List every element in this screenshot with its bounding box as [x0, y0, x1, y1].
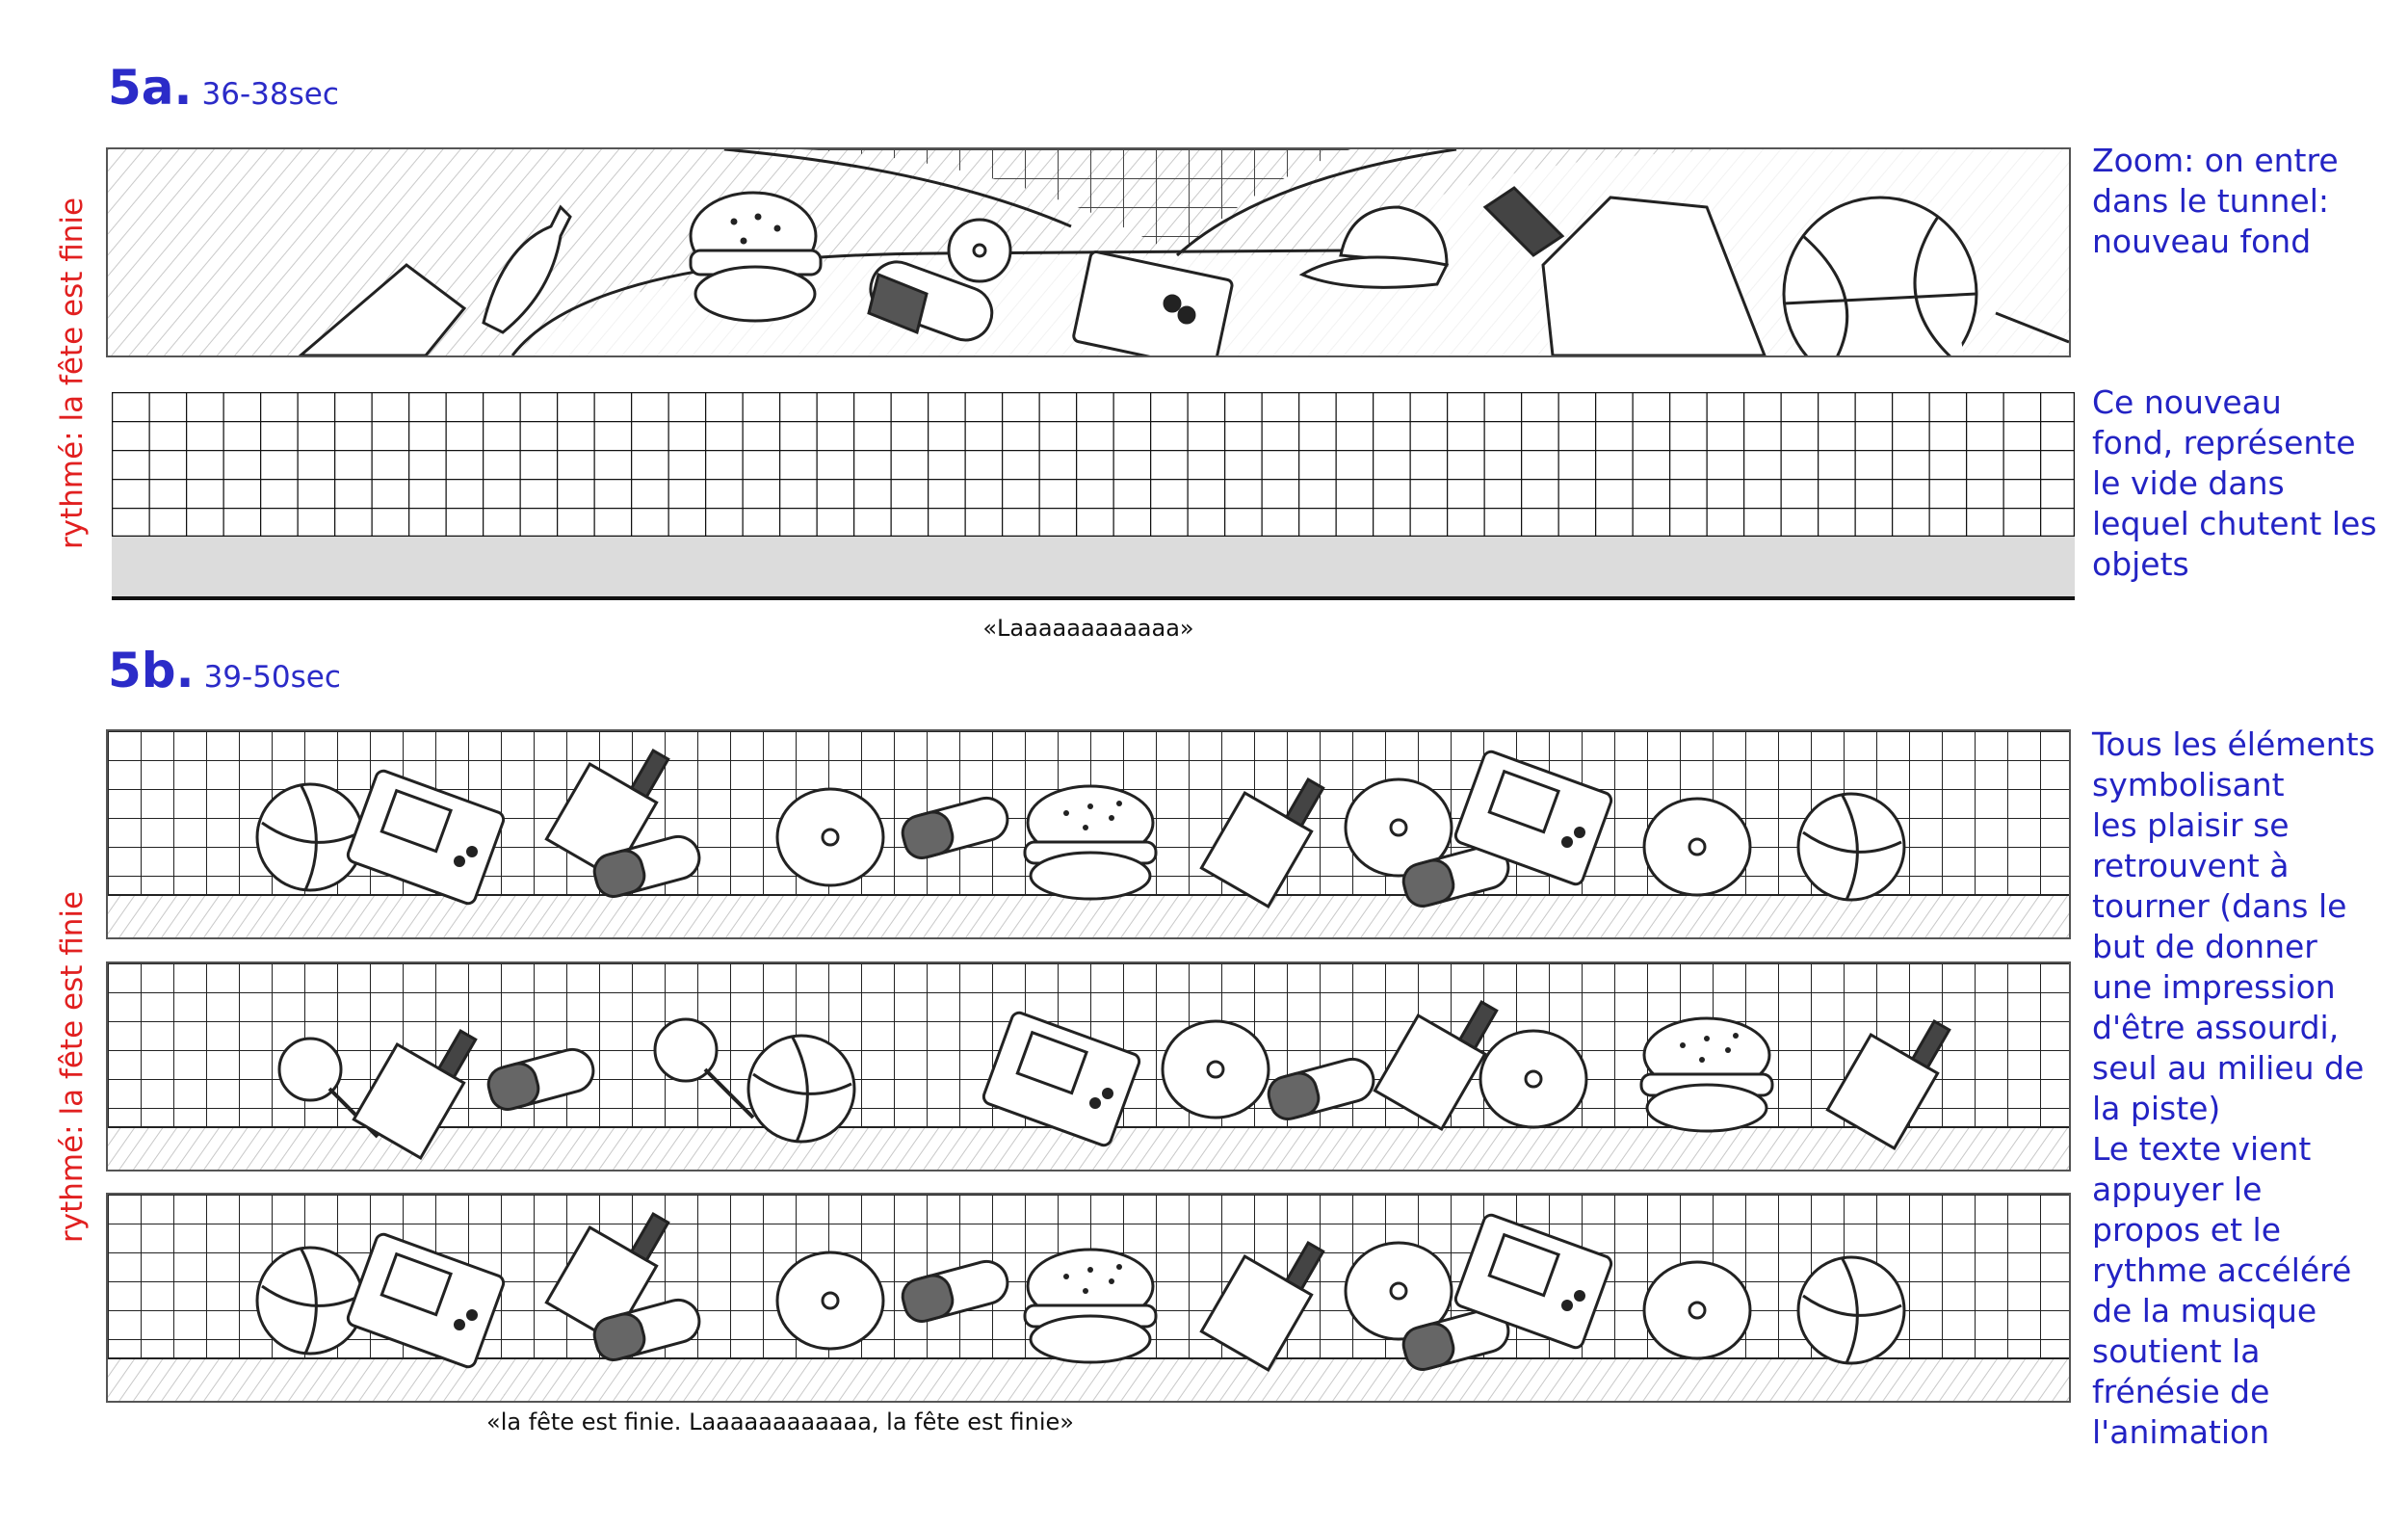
bottle-icon	[1199, 1240, 1325, 1373]
side-label-b: rythmé: la fête est finie	[55, 890, 90, 1243]
ball-icon	[1782, 196, 1978, 355]
panel-rotating-2	[106, 961, 2071, 1172]
sketch-zoom-tunnel	[108, 149, 2069, 355]
console-icon	[346, 769, 506, 906]
lollipop-icon	[653, 1017, 755, 1119]
bottle-icon	[1482, 186, 1767, 355]
sketch-grid-void	[112, 392, 2075, 600]
cap-icon	[1298, 205, 1450, 289]
console-icon	[982, 1011, 1141, 1147]
burger-icon	[1639, 1016, 1774, 1133]
section-a-number: 5a.	[108, 60, 193, 116]
bottle-icon	[1825, 1018, 1951, 1151]
section-a-time: 36-38sec	[201, 77, 339, 112]
panel-rotating-1	[106, 729, 2071, 939]
donut-icon	[1642, 1260, 1752, 1360]
ball-icon	[1796, 1255, 1906, 1365]
pill-icon	[1401, 1307, 1510, 1371]
pill-icon	[486, 1047, 595, 1111]
bottle-icon	[1373, 999, 1499, 1132]
pill-icon	[867, 260, 994, 342]
section-a-title: 5a.36-38sec	[108, 60, 339, 116]
sketch-rotating-1	[108, 731, 2069, 937]
sketch-rotating-2	[108, 963, 2069, 1170]
burger-icon	[1023, 784, 1158, 901]
donut-icon	[775, 1251, 885, 1351]
caption-b: «la fête est finie. Laaaaaaaaaaaa, la fê…	[486, 1409, 1074, 1435]
game-console-icon	[1073, 250, 1234, 355]
donut-icon	[775, 787, 885, 887]
donut-icon	[1642, 797, 1752, 897]
panel-grid-void	[112, 392, 2075, 600]
note-fond: Ce nouveau fond, représente le vide dans…	[2092, 383, 2377, 583]
console-icon	[346, 1232, 506, 1369]
pill-icon	[592, 1298, 701, 1361]
burger-icon	[1023, 1248, 1158, 1364]
burger-icon	[689, 191, 823, 323]
bottle-icon	[352, 1028, 478, 1161]
bottle-icon	[1199, 777, 1325, 909]
pill-icon	[1267, 1057, 1375, 1120]
caption-a: «Laaaaaaaaaaaa»	[982, 615, 1194, 642]
section-b-number: 5b.	[108, 643, 195, 698]
bottle-icon	[298, 204, 572, 355]
donut-icon	[947, 218, 1012, 283]
panel-rotating-3	[106, 1193, 2071, 1403]
console-icon	[1453, 1213, 1613, 1350]
pill-icon	[592, 834, 701, 898]
pill-icon	[901, 1259, 1009, 1323]
pill-icon	[1401, 844, 1510, 908]
ball-icon	[746, 1034, 856, 1144]
ball-icon	[255, 1246, 365, 1356]
ball-icon	[1796, 792, 1906, 902]
console-icon	[1453, 750, 1613, 886]
section-b-title: 5b.39-50sec	[108, 643, 341, 698]
note-zoom: Zoom: on entre dans le tunnel: nouveau f…	[2092, 142, 2339, 260]
side-label-a: rythmé: la fête est finie	[55, 197, 90, 549]
donut-icon	[1479, 1029, 1588, 1129]
note-elements: Tous les éléments symbolisant les plaisi…	[2092, 725, 2375, 1451]
ball-icon	[255, 782, 365, 892]
pill-icon	[901, 796, 1009, 859]
donut-icon	[1161, 1019, 1270, 1119]
section-b-time: 39-50sec	[203, 660, 341, 695]
sketch-rotating-3	[108, 1195, 2069, 1401]
donut-icon	[1344, 1241, 1453, 1341]
donut-icon	[1344, 777, 1453, 878]
panel-zoom-tunnel	[106, 147, 2071, 357]
